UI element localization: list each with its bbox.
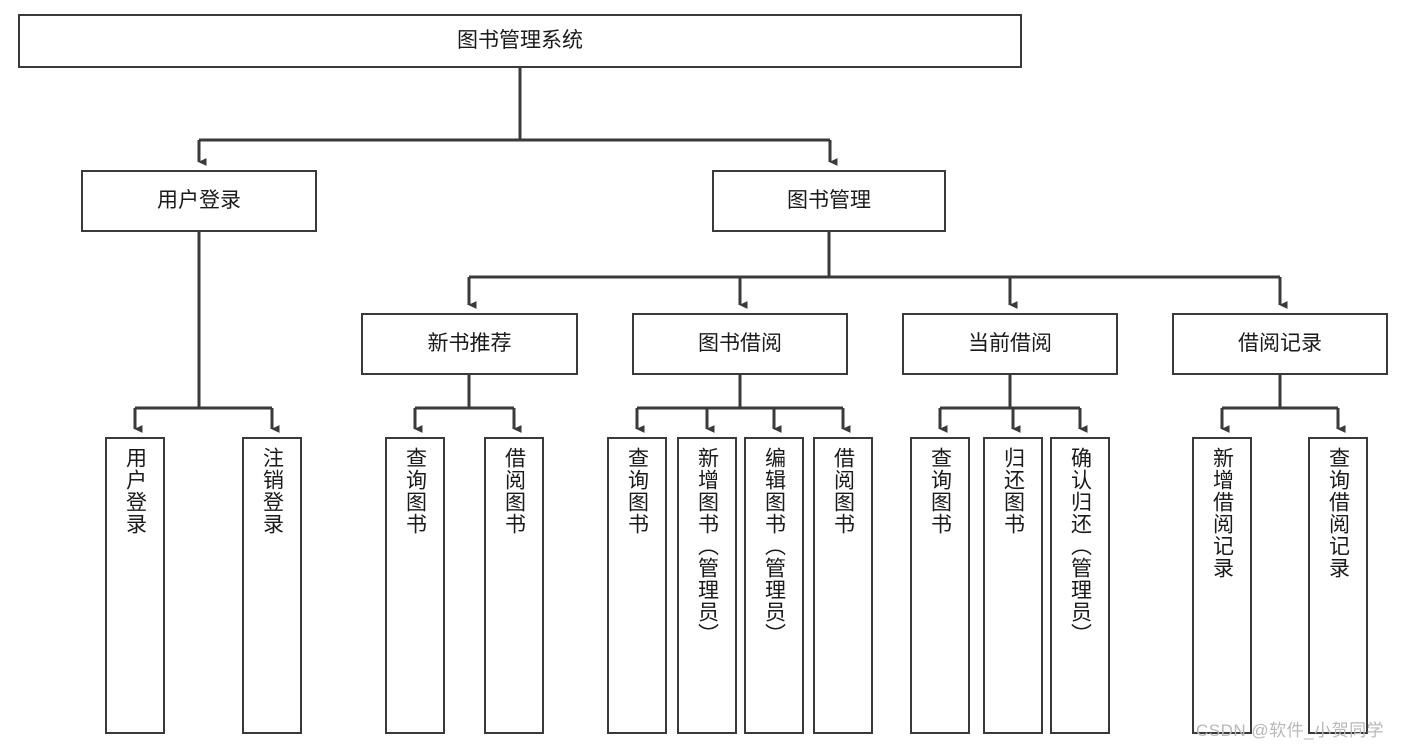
node-book-management[interactable]: 图书管理	[712, 170, 946, 232]
node-user-login[interactable]: 用户登录	[81, 170, 317, 232]
leaf-borrow-book-recommend[interactable]: 借阅图书	[484, 437, 544, 734]
node-root-label: 图书管理系统	[457, 28, 583, 52]
leaf-query-book-current[interactable]: 查询图书	[910, 437, 970, 734]
leaf-add-borrow-record-label: 新增借阅记录	[1210, 447, 1234, 579]
leaf-logout-label: 注销登录	[260, 447, 284, 535]
node-user-login-label: 用户登录	[157, 188, 241, 212]
node-new-book-recommend[interactable]: 新书推荐	[361, 313, 578, 375]
node-book-borrow-label: 图书借阅	[698, 331, 782, 355]
leaf-borrow-book[interactable]: 借阅图书	[813, 437, 873, 734]
leaf-confirm-return-admin-label: 确认归还（管理员）	[1068, 447, 1092, 645]
watermark-text: CSDN @软件_小贺同学	[1196, 721, 1385, 740]
leaf-query-book-recommend-label: 查询图书	[403, 447, 427, 535]
leaf-return-book-label: 归还图书	[1001, 447, 1025, 535]
node-root[interactable]: 图书管理系统	[18, 14, 1022, 68]
leaf-query-book-current-label: 查询图书	[928, 447, 952, 535]
leaf-query-book-borrow-label: 查询图书	[625, 447, 649, 535]
leaf-query-borrow-record-label: 查询借阅记录	[1326, 447, 1350, 579]
leaf-query-borrow-record[interactable]: 查询借阅记录	[1308, 437, 1368, 734]
leaf-add-book-admin-label: 新增图书（管理员）	[695, 447, 719, 645]
node-book-borrow[interactable]: 图书借阅	[632, 313, 848, 375]
leaf-edit-book-admin[interactable]: 编辑图书（管理员）	[744, 437, 804, 734]
leaf-query-book-borrow[interactable]: 查询图书	[607, 437, 667, 734]
leaf-query-book-recommend[interactable]: 查询图书	[385, 437, 445, 734]
node-current-borrow[interactable]: 当前借阅	[902, 313, 1118, 375]
node-current-borrow-label: 当前借阅	[968, 331, 1052, 355]
leaf-user-login-label: 用户登录	[123, 447, 147, 535]
leaf-borrow-book-label: 借阅图书	[831, 447, 855, 535]
leaf-return-book[interactable]: 归还图书	[983, 437, 1043, 734]
leaf-add-book-admin[interactable]: 新增图书（管理员）	[677, 437, 737, 734]
leaf-add-borrow-record[interactable]: 新增借阅记录	[1192, 437, 1252, 734]
leaf-edit-book-admin-label: 编辑图书（管理员）	[762, 447, 786, 645]
node-borrow-record-label: 借阅记录	[1238, 331, 1322, 355]
leaf-logout[interactable]: 注销登录	[242, 437, 302, 734]
leaf-user-login[interactable]: 用户登录	[105, 437, 165, 734]
leaf-borrow-book-recommend-label: 借阅图书	[502, 447, 526, 535]
node-borrow-record[interactable]: 借阅记录	[1172, 313, 1388, 375]
leaf-confirm-return-admin[interactable]: 确认归还（管理员）	[1050, 437, 1110, 734]
node-book-management-label: 图书管理	[787, 188, 871, 212]
node-new-book-recommend-label: 新书推荐	[427, 331, 512, 355]
